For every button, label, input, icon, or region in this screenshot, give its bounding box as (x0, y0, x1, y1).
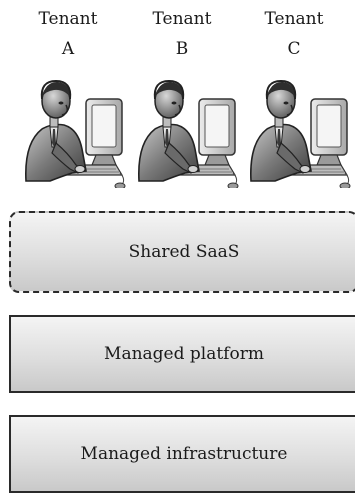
person-at-computer-icon (249, 80, 351, 188)
managed-infrastructure-layer: Managed infrastructure (9, 415, 355, 493)
shared-saas-layer: Shared SaaS (9, 211, 355, 293)
tenant-c-word: Tenant (264, 9, 324, 29)
shared-saas-label: Shared SaaS (128, 242, 240, 262)
tenant-b-label: Tenant B (137, 4, 227, 64)
tenant-b-letter: B (175, 39, 189, 59)
person-at-computer-icon (24, 80, 126, 188)
person-at-computer-icon (137, 80, 239, 188)
tenant-a-word: Tenant (38, 9, 98, 29)
tenant-b-word: Tenant (152, 9, 212, 29)
tenant-a-letter: A (61, 39, 75, 59)
managed-infrastructure-label: Managed infrastructure (80, 444, 288, 464)
tenant-c-letter: C (287, 39, 301, 59)
tenant-c-label: Tenant C (249, 4, 339, 64)
managed-platform-label: Managed platform (104, 344, 264, 364)
tenant-a-label: Tenant A (23, 4, 113, 64)
managed-platform-layer: Managed platform (9, 315, 355, 393)
